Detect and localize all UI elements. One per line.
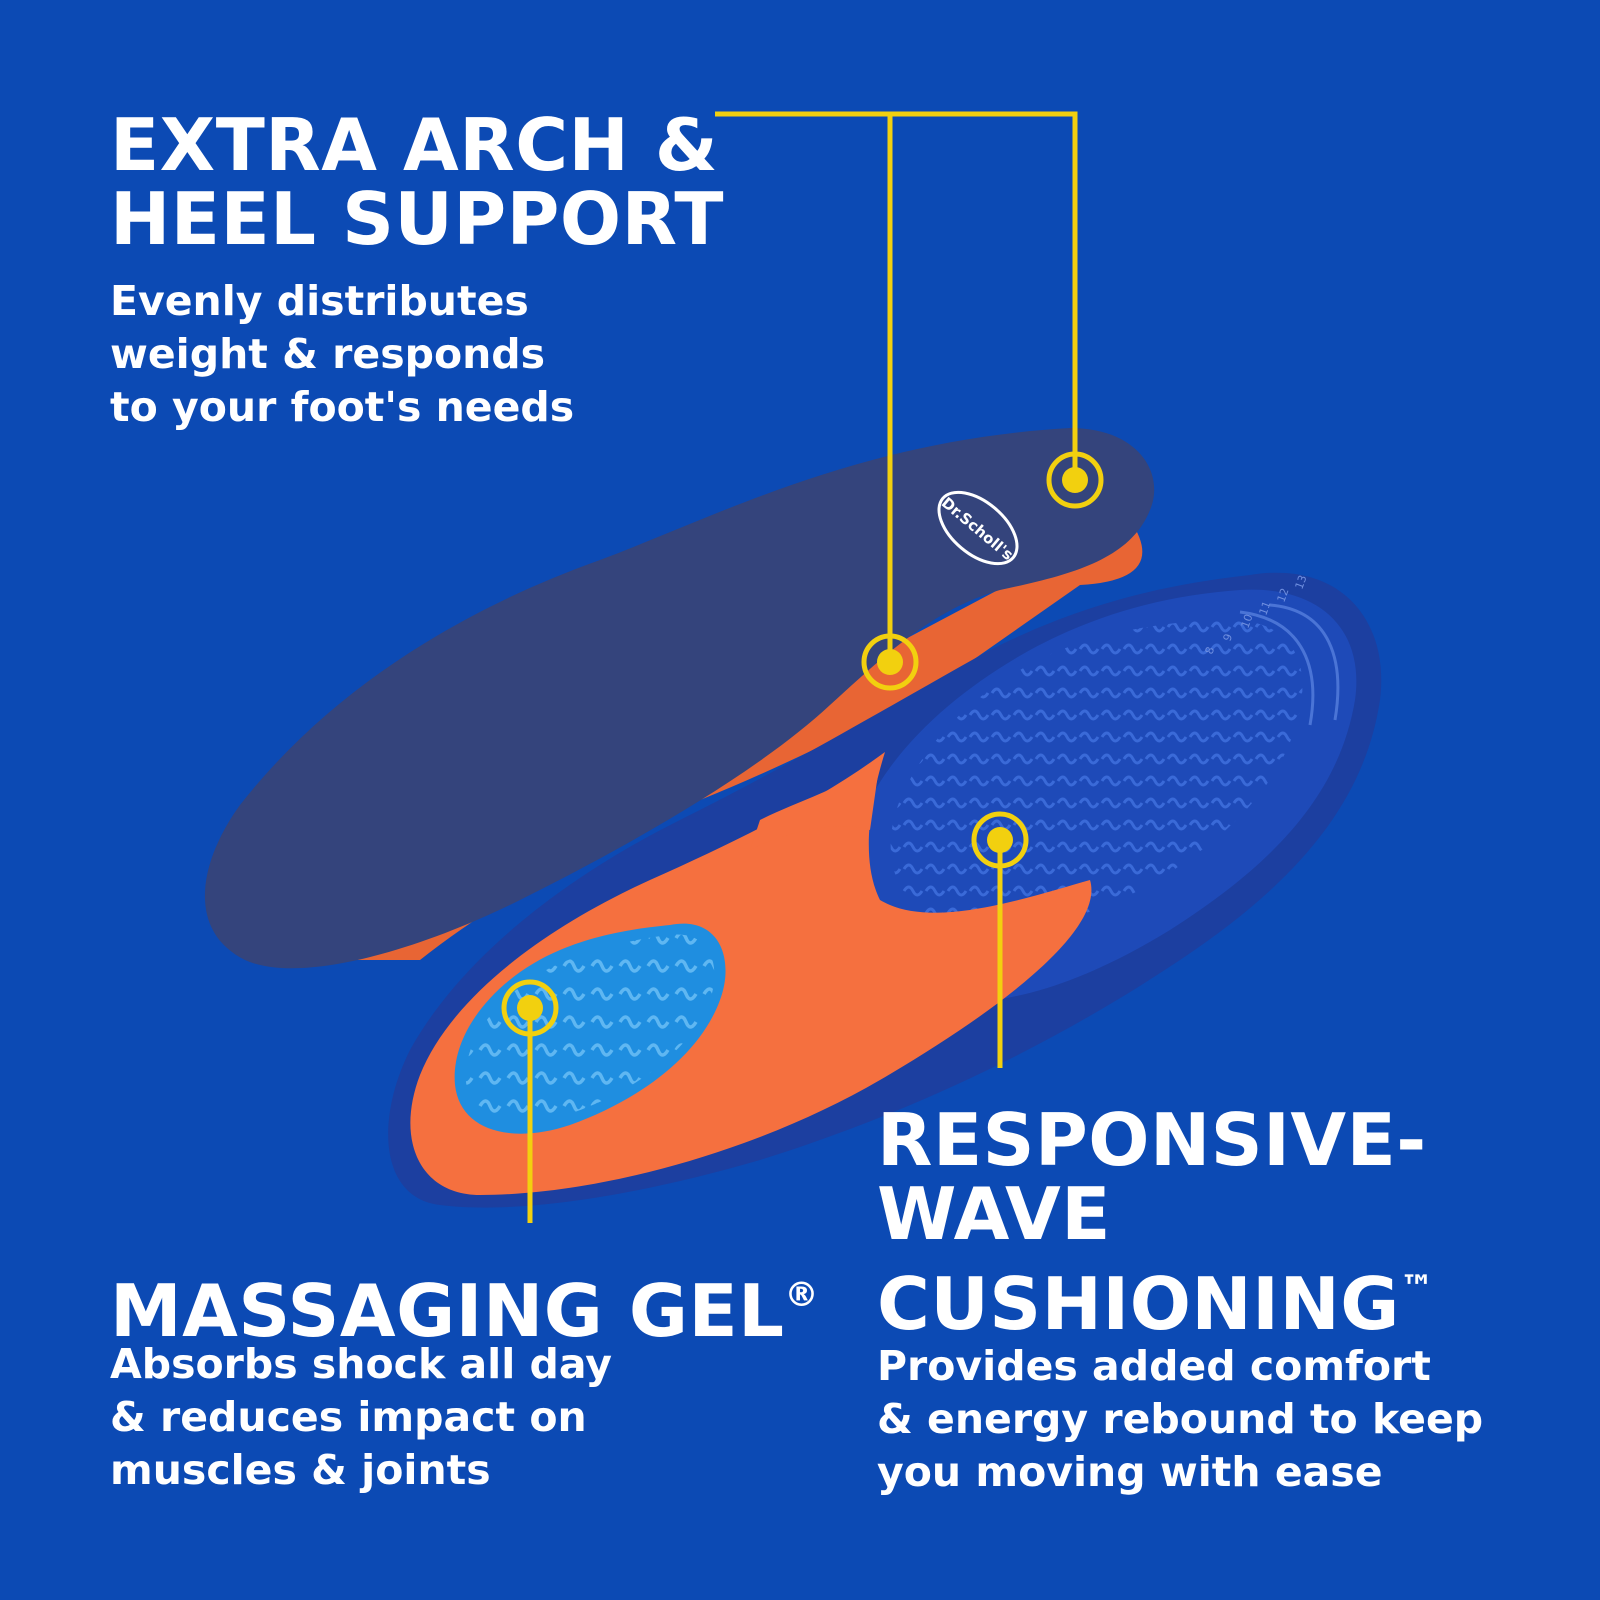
wave-cushioning-title: RESPONSIVE- WAVE CUSHIONING™ (877, 1103, 1434, 1341)
wave-cushioning-title-line: CUSHIONING (877, 1262, 1400, 1346)
massaging-gel-description-line: muscles & joints (110, 1446, 491, 1494)
trademark-mark: ™ (1399, 1268, 1435, 1308)
wave-cushioning-description-line: & energy rebound to keep (877, 1395, 1484, 1443)
callout-line-heel (715, 111, 1078, 470)
arch-support-description: Evenly distributes weight & responds to … (110, 275, 574, 434)
size-marking-label: 11 (1257, 599, 1274, 617)
massaging-gel-description-line: & reduces impact on (110, 1393, 587, 1441)
wave-texture (890, 620, 1303, 931)
callout-lines (527, 111, 1078, 1223)
marker-heel (1046, 451, 1104, 509)
size-marking-label: 12 (1275, 586, 1292, 604)
massaging-gel-title-text: MASSAGING GEL (110, 1269, 785, 1353)
marker-gel (501, 979, 559, 1037)
massaging-gel-description-line: Absorbs shock all day (110, 1340, 613, 1388)
arch-support-description-line: to your foot's needs (110, 383, 575, 431)
brand-logo-oval (937, 490, 1019, 566)
marker-arch (861, 633, 919, 691)
callout-markers (501, 451, 1104, 1037)
wave-cushioning-title-line: RESPONSIVE- (877, 1098, 1427, 1182)
arch-support-description-line: Evenly distributes (110, 277, 529, 325)
size-marking-label: 8 (1203, 645, 1218, 656)
size-marking-label: 10 (1239, 612, 1256, 630)
wave-cushioning-description: Provides added comfort & energy rebound … (877, 1340, 1483, 1499)
size-guide-line (1239, 610, 1315, 726)
wave-cushioning-description-line: you moving with ease (877, 1448, 1383, 1496)
size-marking-label: 9 (1221, 632, 1236, 643)
registered-mark: ® (784, 1275, 820, 1315)
size-marking-label: 13 (1293, 573, 1310, 591)
size-guide-lines (1269, 603, 1340, 721)
back-insole: Dr.Scholl's (204, 428, 1155, 969)
arch-support-title: EXTRA ARCH & HEEL SUPPORT (110, 108, 724, 256)
front-insole (388, 572, 1382, 1208)
orange-frame-tab (750, 760, 880, 850)
wave-cushioning-description-line: Provides added comfort (877, 1342, 1431, 1390)
massaging-gel-description: Absorbs shock all day & reduces impact o… (110, 1338, 612, 1497)
massaging-gel-title: MASSAGING GEL® (110, 1258, 819, 1348)
arch-support-title-line: HEEL SUPPORT (110, 177, 724, 261)
arch-support-title-line: EXTRA ARCH & (110, 103, 719, 187)
wave-cushioning-title-line: WAVE (877, 1172, 1111, 1256)
arch-support-description-line: weight & responds (110, 330, 546, 378)
marker-wave (971, 811, 1029, 869)
back-insole-top-cover (204, 428, 1155, 969)
